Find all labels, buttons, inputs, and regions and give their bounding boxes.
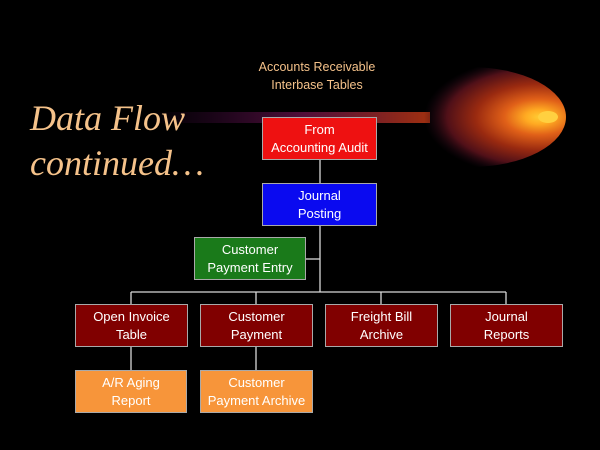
node-journal-reports: Journal Reports [450, 304, 563, 347]
node-label-line1: Customer [221, 241, 279, 257]
node-label-line2: Table [115, 326, 148, 342]
slide-title-line1: Data Flow [30, 98, 186, 138]
node-label-line2: Accounting Audit [271, 139, 368, 155]
node-ar-aging-report: A/R Aging Report [75, 370, 187, 413]
node-label-line2: Reports [483, 326, 530, 342]
node-customer-payment: Customer Payment [200, 304, 313, 347]
node-label-line2: Report [111, 392, 151, 408]
node-label-line2: Payment Archive [207, 392, 306, 408]
node-customer-payment-entry: Customer Payment Entry [194, 237, 306, 280]
node-open-invoice-table: Open Invoice Table [75, 304, 188, 347]
node-label-line1: Customer [228, 374, 285, 390]
slide-title: Data Flow continued… [30, 96, 204, 186]
interbase-tables-caption: Accounts Receivable Interbase Tables [232, 58, 402, 94]
node-freight-bill-archive: Freight Bill Archive [325, 304, 438, 347]
node-label-line2: Posting [297, 205, 342, 221]
node-label-line1: A/R Aging [102, 374, 160, 390]
caption-line2: Interbase Tables [271, 78, 363, 92]
node-label-line1: Journal [485, 308, 528, 324]
slide-title-line2: continued… [30, 143, 204, 183]
node-label-line2: Payment [230, 326, 283, 342]
node-label-line1: Journal [298, 187, 341, 203]
node-label-line1: Customer [228, 308, 285, 324]
node-label-line1: Open Invoice [93, 308, 170, 324]
node-from-accounting-audit: From Accounting Audit [262, 117, 377, 160]
node-customer-payment-archive: Customer Payment Archive [200, 370, 313, 413]
node-journal-posting: Journal Posting [262, 183, 377, 226]
caption-line1: Accounts Receivable [258, 60, 376, 74]
node-label-line1: Freight Bill [350, 308, 413, 324]
node-label-line2: Payment Entry [207, 259, 293, 275]
node-label-line1: From [304, 121, 335, 137]
node-label-line2: Archive [359, 326, 404, 342]
